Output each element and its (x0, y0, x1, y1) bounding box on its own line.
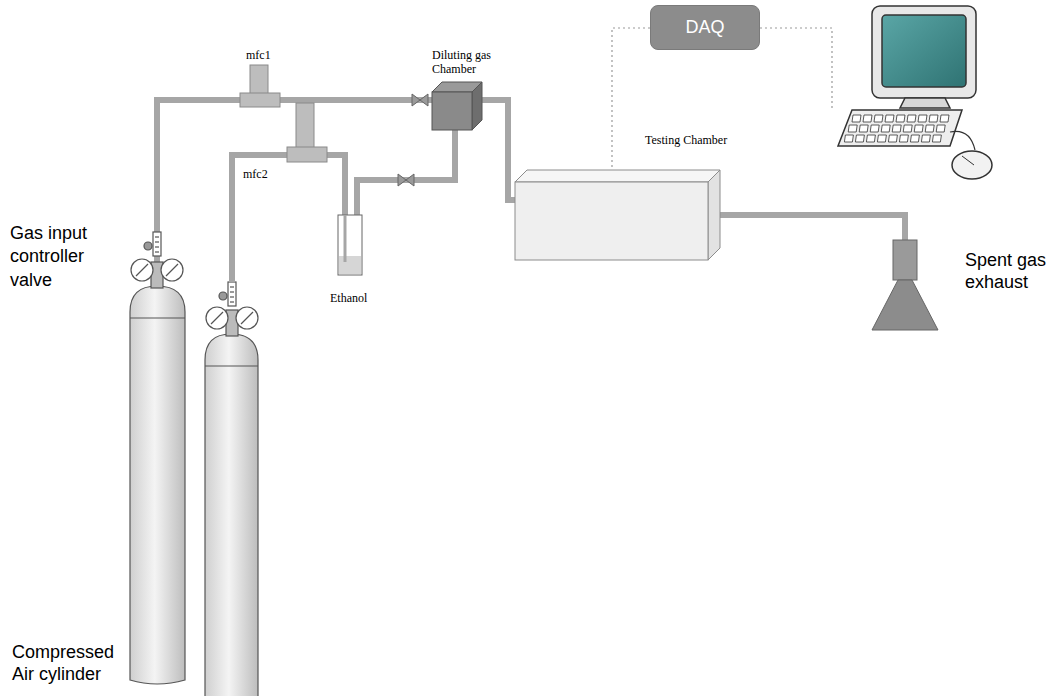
gas-cylinder (130, 232, 185, 684)
bottle-box: Ethanol (338, 215, 362, 275)
gas-pipe (482, 100, 515, 200)
gas-pipe (280, 97, 432, 103)
daq-box: DAQ (650, 5, 760, 50)
part-label: Ethanol (330, 291, 367, 305)
gas-pipe (232, 155, 288, 282)
mfc-box: mfc1 (240, 65, 280, 107)
signal-wire (760, 28, 832, 108)
diluting-chamber (432, 82, 482, 130)
mfc-box: mfc2 (287, 103, 327, 162)
cylinder-box: Compressed Air cylinder (128, 262, 187, 682)
gas-pipe (157, 100, 240, 262)
exhaust-funnel (872, 240, 938, 330)
part-label: Testing Chamber (645, 133, 727, 147)
chamber-box: Diluting gas Chamber (432, 82, 482, 130)
mass-flow-controller (287, 103, 327, 162)
signal-wire (612, 28, 650, 170)
part-label: mfc1 (246, 48, 271, 62)
ethanol-bubbler (338, 215, 362, 275)
part-label: Gas input controller valve (10, 222, 128, 292)
box-label: DAQ (685, 17, 724, 39)
valve-symbol (398, 94, 428, 186)
gas-pipe (357, 130, 455, 215)
part-label: Spent gas exhaust (965, 250, 1050, 293)
part-label: Compressed Air cylinder (12, 642, 124, 685)
testing-chamber (515, 170, 720, 260)
mass-flow-controller (240, 65, 280, 107)
part-label: mfc2 (243, 167, 268, 181)
gas-pipe (327, 155, 345, 215)
chamber-box: Testing Chamber (515, 170, 720, 260)
part-label: Diluting gas Chamber (432, 48, 504, 77)
computer (838, 6, 992, 179)
gas-cylinder (205, 282, 258, 696)
exhaust-box: Spent gas exhaust (872, 240, 938, 330)
gas-pipe (720, 215, 905, 240)
